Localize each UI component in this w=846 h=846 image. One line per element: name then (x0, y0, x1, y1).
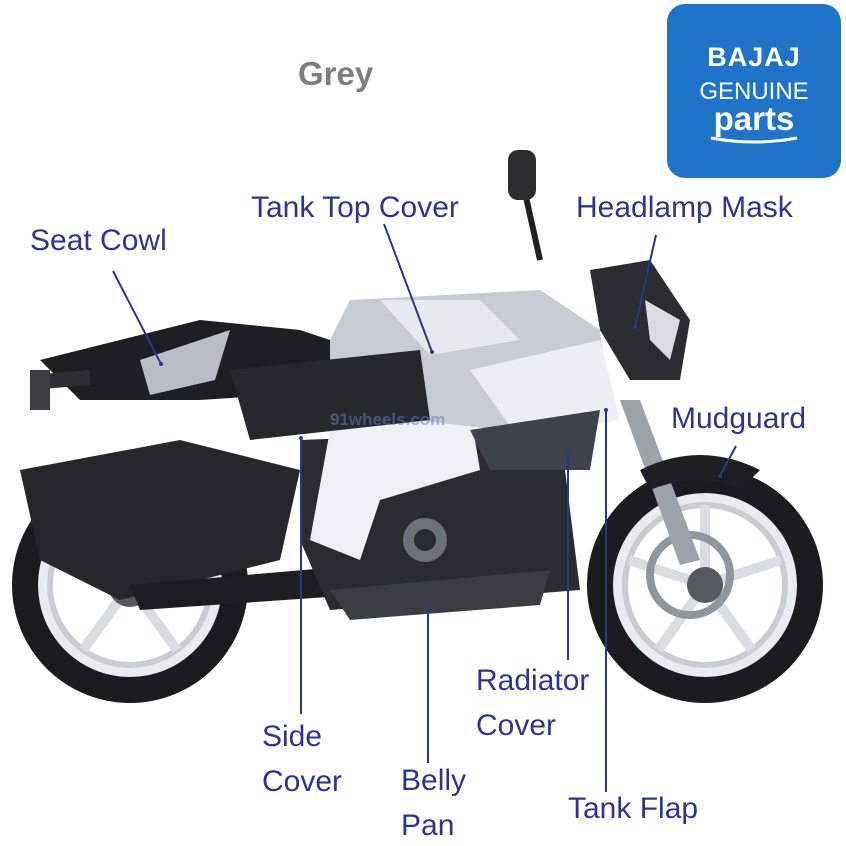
logo-genuine-text: GENUINE (699, 78, 809, 105)
label-side-cover: Side Cover (262, 714, 342, 804)
label-radiator-cover-line1: Radiator (476, 664, 590, 697)
label-tank-top-cover: Tank Top Cover (251, 191, 459, 224)
label-headlamp-mask: Headlamp Mask (576, 191, 793, 224)
label-mudguard: Mudguard (671, 402, 807, 435)
watermark: 91wheels.com (330, 410, 446, 429)
label-radiator-cover-line2: Cover (476, 709, 557, 742)
leader-lines (112, 223, 737, 792)
front-wheel (587, 467, 823, 703)
logo-parts-text: parts (713, 100, 795, 137)
label-belly-pan-line1: Belly (401, 764, 467, 797)
label-side-cover-line1: Side (262, 720, 323, 753)
label-belly-pan: Belly Pan (401, 758, 466, 846)
logo-swoosh-icon (710, 136, 798, 144)
logo-brand-text: BAJAJ (707, 42, 801, 72)
bajaj-genuine-parts-logo: BAJAJ GENUINE parts (667, 4, 841, 178)
label-side-cover-line2: Cover (262, 765, 343, 798)
label-tank-flap: Tank Flap (568, 792, 699, 825)
label-radiator-cover: Radiator Cover (476, 658, 589, 748)
color-name-label: Grey (298, 55, 374, 92)
label-belly-pan-line2: Pan (401, 809, 455, 842)
label-seat-cowl: Seat Cowl (30, 224, 167, 257)
